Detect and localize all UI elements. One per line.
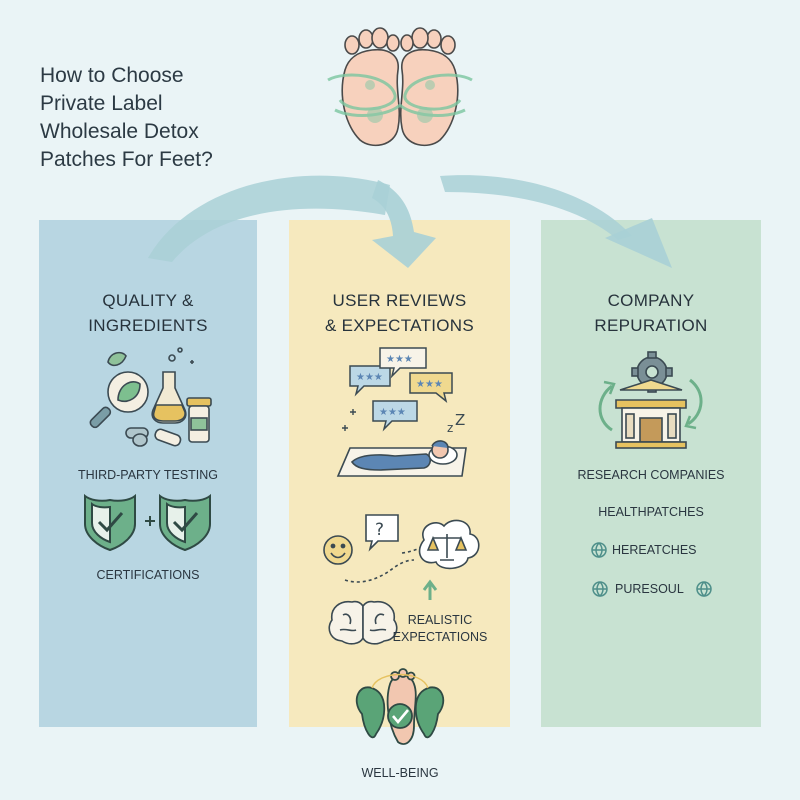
svg-text:★★★: ★★★ — [356, 372, 383, 383]
hereatches-label: HEREATCHES — [612, 543, 697, 557]
globe-icon — [591, 542, 712, 598]
page-title: How to Choose Private Label Wholesale De… — [40, 62, 270, 174]
scale-icon — [418, 519, 480, 600]
reputation-panel — [541, 220, 761, 727]
heading-line: & EXPECTATIONS — [324, 316, 475, 335]
pill-bottle-icon — [125, 397, 212, 447]
svg-text:★★★: ★★★ — [386, 354, 413, 365]
heading-line: USER REVIEWS — [332, 291, 467, 310]
review-bubbles-icon: ★★★★★★ ★★★★★★ — [342, 347, 453, 432]
svg-text:★★★: ★★★ — [416, 379, 443, 390]
svg-text:★★★: ★★★ — [379, 407, 406, 418]
magnifier-leaf-icon — [89, 351, 149, 429]
flow-arrows — [148, 175, 672, 268]
svg-text:Z: Z — [455, 411, 465, 429]
reviews-heading: USER REVIEWS & EXPECTATIONS — [289, 288, 510, 338]
svg-text:?: ? — [375, 520, 384, 540]
third-party-testing-label: THIRD-PARTY TESTING — [77, 468, 219, 482]
gear-icon — [631, 351, 673, 393]
foot-leaf-icon — [355, 668, 445, 745]
puresoul-label: PURESOUL — [615, 582, 684, 596]
title-line: Wholesale Detox — [40, 120, 199, 143]
title-line: How to Choose — [40, 64, 184, 87]
smiley-icon — [323, 535, 353, 565]
reputation-heading: COMPANY REPURATION — [541, 288, 761, 338]
building-icon — [615, 379, 687, 449]
well-being-label: WELL-BEING — [361, 766, 439, 780]
shield-check-icon — [84, 493, 211, 552]
research-companies-label: RESEARCH COMPANIES — [577, 468, 725, 482]
heading-line: COMPANY — [607, 291, 695, 310]
healthpatches-label: HEALTHPATCHES — [598, 505, 704, 519]
question-bubble-icon: ? — [344, 514, 429, 583]
feet-icon — [327, 27, 473, 147]
certifications-label: CERTIFICATIONS — [96, 568, 200, 582]
label-line: EXPECTATIONS — [392, 630, 488, 644]
heading-line: INGREDIENTS — [88, 316, 208, 335]
title-line: Private Label — [40, 92, 163, 115]
quality-heading: QUALITY & INGREDIENTS — [39, 288, 257, 338]
heading-line: QUALITY & — [102, 291, 194, 310]
cycle-arrows-icon — [598, 378, 703, 432]
realistic-expectations-label: REALISTIC EXPECTATIONS — [390, 612, 490, 646]
brain-icon — [328, 600, 398, 645]
heading-line: REPURATION — [594, 316, 708, 335]
sleeping-person-icon: z Z — [336, 411, 467, 477]
label-line: REALISTIC — [407, 613, 473, 627]
flask-icon — [151, 347, 194, 424]
quality-panel — [39, 220, 257, 727]
title-line: Patches For Feet? — [40, 148, 213, 171]
svg-text:z: z — [447, 421, 453, 435]
